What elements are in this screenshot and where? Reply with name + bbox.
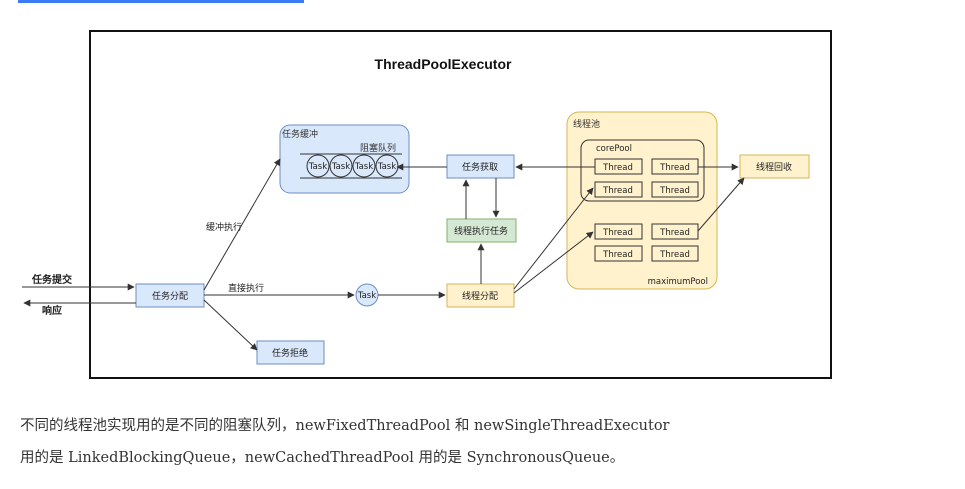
svg-text:Task: Task: [331, 162, 350, 172]
svg-text:Thread: Thread: [602, 228, 633, 238]
core-pool-label: corePool: [596, 144, 632, 154]
diagram-title: ThreadPoolExecutor: [375, 56, 512, 72]
max-pool-label: maximumPool: [648, 277, 708, 287]
core-thread-4: Thread: [651, 181, 699, 198]
direct-task-label: Task: [357, 291, 376, 301]
caption-line-2: 用的是 LinkedBlockingQueue，newCachedThreadP…: [20, 450, 625, 466]
svg-text:Task: Task: [354, 162, 373, 172]
edge-label-buffer-exec: 缓冲执行: [206, 221, 242, 233]
label-task-submit: 任务提交: [31, 273, 72, 286]
task-alloc-label: 任务分配: [152, 290, 188, 302]
thread-pool-label: 线程池: [573, 118, 600, 130]
max-thread-2: Thread: [651, 223, 699, 240]
threadpool-diagram: ThreadPoolExecutor 任务缓冲 阻塞队列 Task Task T…: [22, 30, 832, 379]
task-reject-box: [256, 340, 325, 365]
get-task-label: 任务获取: [462, 161, 498, 173]
core-pool-box: [580, 139, 705, 202]
queue-label: 阻塞队列: [360, 142, 396, 154]
core-thread-2: Thread: [651, 158, 699, 175]
thread-recycle-label: 线程回收: [756, 161, 792, 173]
svg-text:Thread: Thread: [602, 250, 633, 260]
svg-text:Task: Task: [377, 162, 396, 172]
max-thread-3: Thread: [594, 245, 643, 262]
core-thread-3: Thread: [594, 181, 643, 198]
label-respond: 响应: [42, 304, 62, 317]
thread-recycle-box: [739, 154, 810, 179]
svg-text:Thread: Thread: [602, 163, 633, 173]
thread-alloc-label: 线程分配: [462, 290, 498, 302]
edge-label-direct-exec: 直接执行: [228, 282, 264, 294]
task-reject-label: 任务拒绝: [272, 347, 308, 359]
exec-task-box: [446, 218, 517, 243]
caption: 不同的线程池实现用的是不同的阻塞队列，newFixedThreadPool 和 …: [20, 410, 950, 474]
queue-task-1: Task: [306, 154, 330, 178]
max-thread-1: Thread: [594, 223, 643, 240]
caption-line-1: 不同的线程池实现用的是不同的阻塞队列，newFixedThreadPool 和 …: [20, 418, 670, 434]
top-accent-bar: [18, 0, 304, 3]
svg-text:Task: Task: [308, 162, 327, 172]
queue-task-4: Task: [375, 154, 399, 178]
svg-text:Thread: Thread: [602, 186, 633, 196]
queue-task-3: Task: [352, 154, 376, 178]
diagram-frame: [89, 30, 832, 379]
svg-text:Thread: Thread: [659, 228, 690, 238]
svg-text:Thread: Thread: [659, 186, 690, 196]
max-thread-4: Thread: [651, 245, 699, 262]
exec-task-label: 线程执行任务: [454, 225, 508, 237]
queue-task-2: Task: [329, 154, 353, 178]
svg-text:Thread: Thread: [659, 250, 690, 260]
svg-text:Thread: Thread: [659, 163, 690, 173]
core-thread-1: Thread: [594, 158, 643, 175]
diagram-edges: [22, 158, 745, 351]
task-buffer-label: 任务缓冲: [282, 128, 318, 140]
